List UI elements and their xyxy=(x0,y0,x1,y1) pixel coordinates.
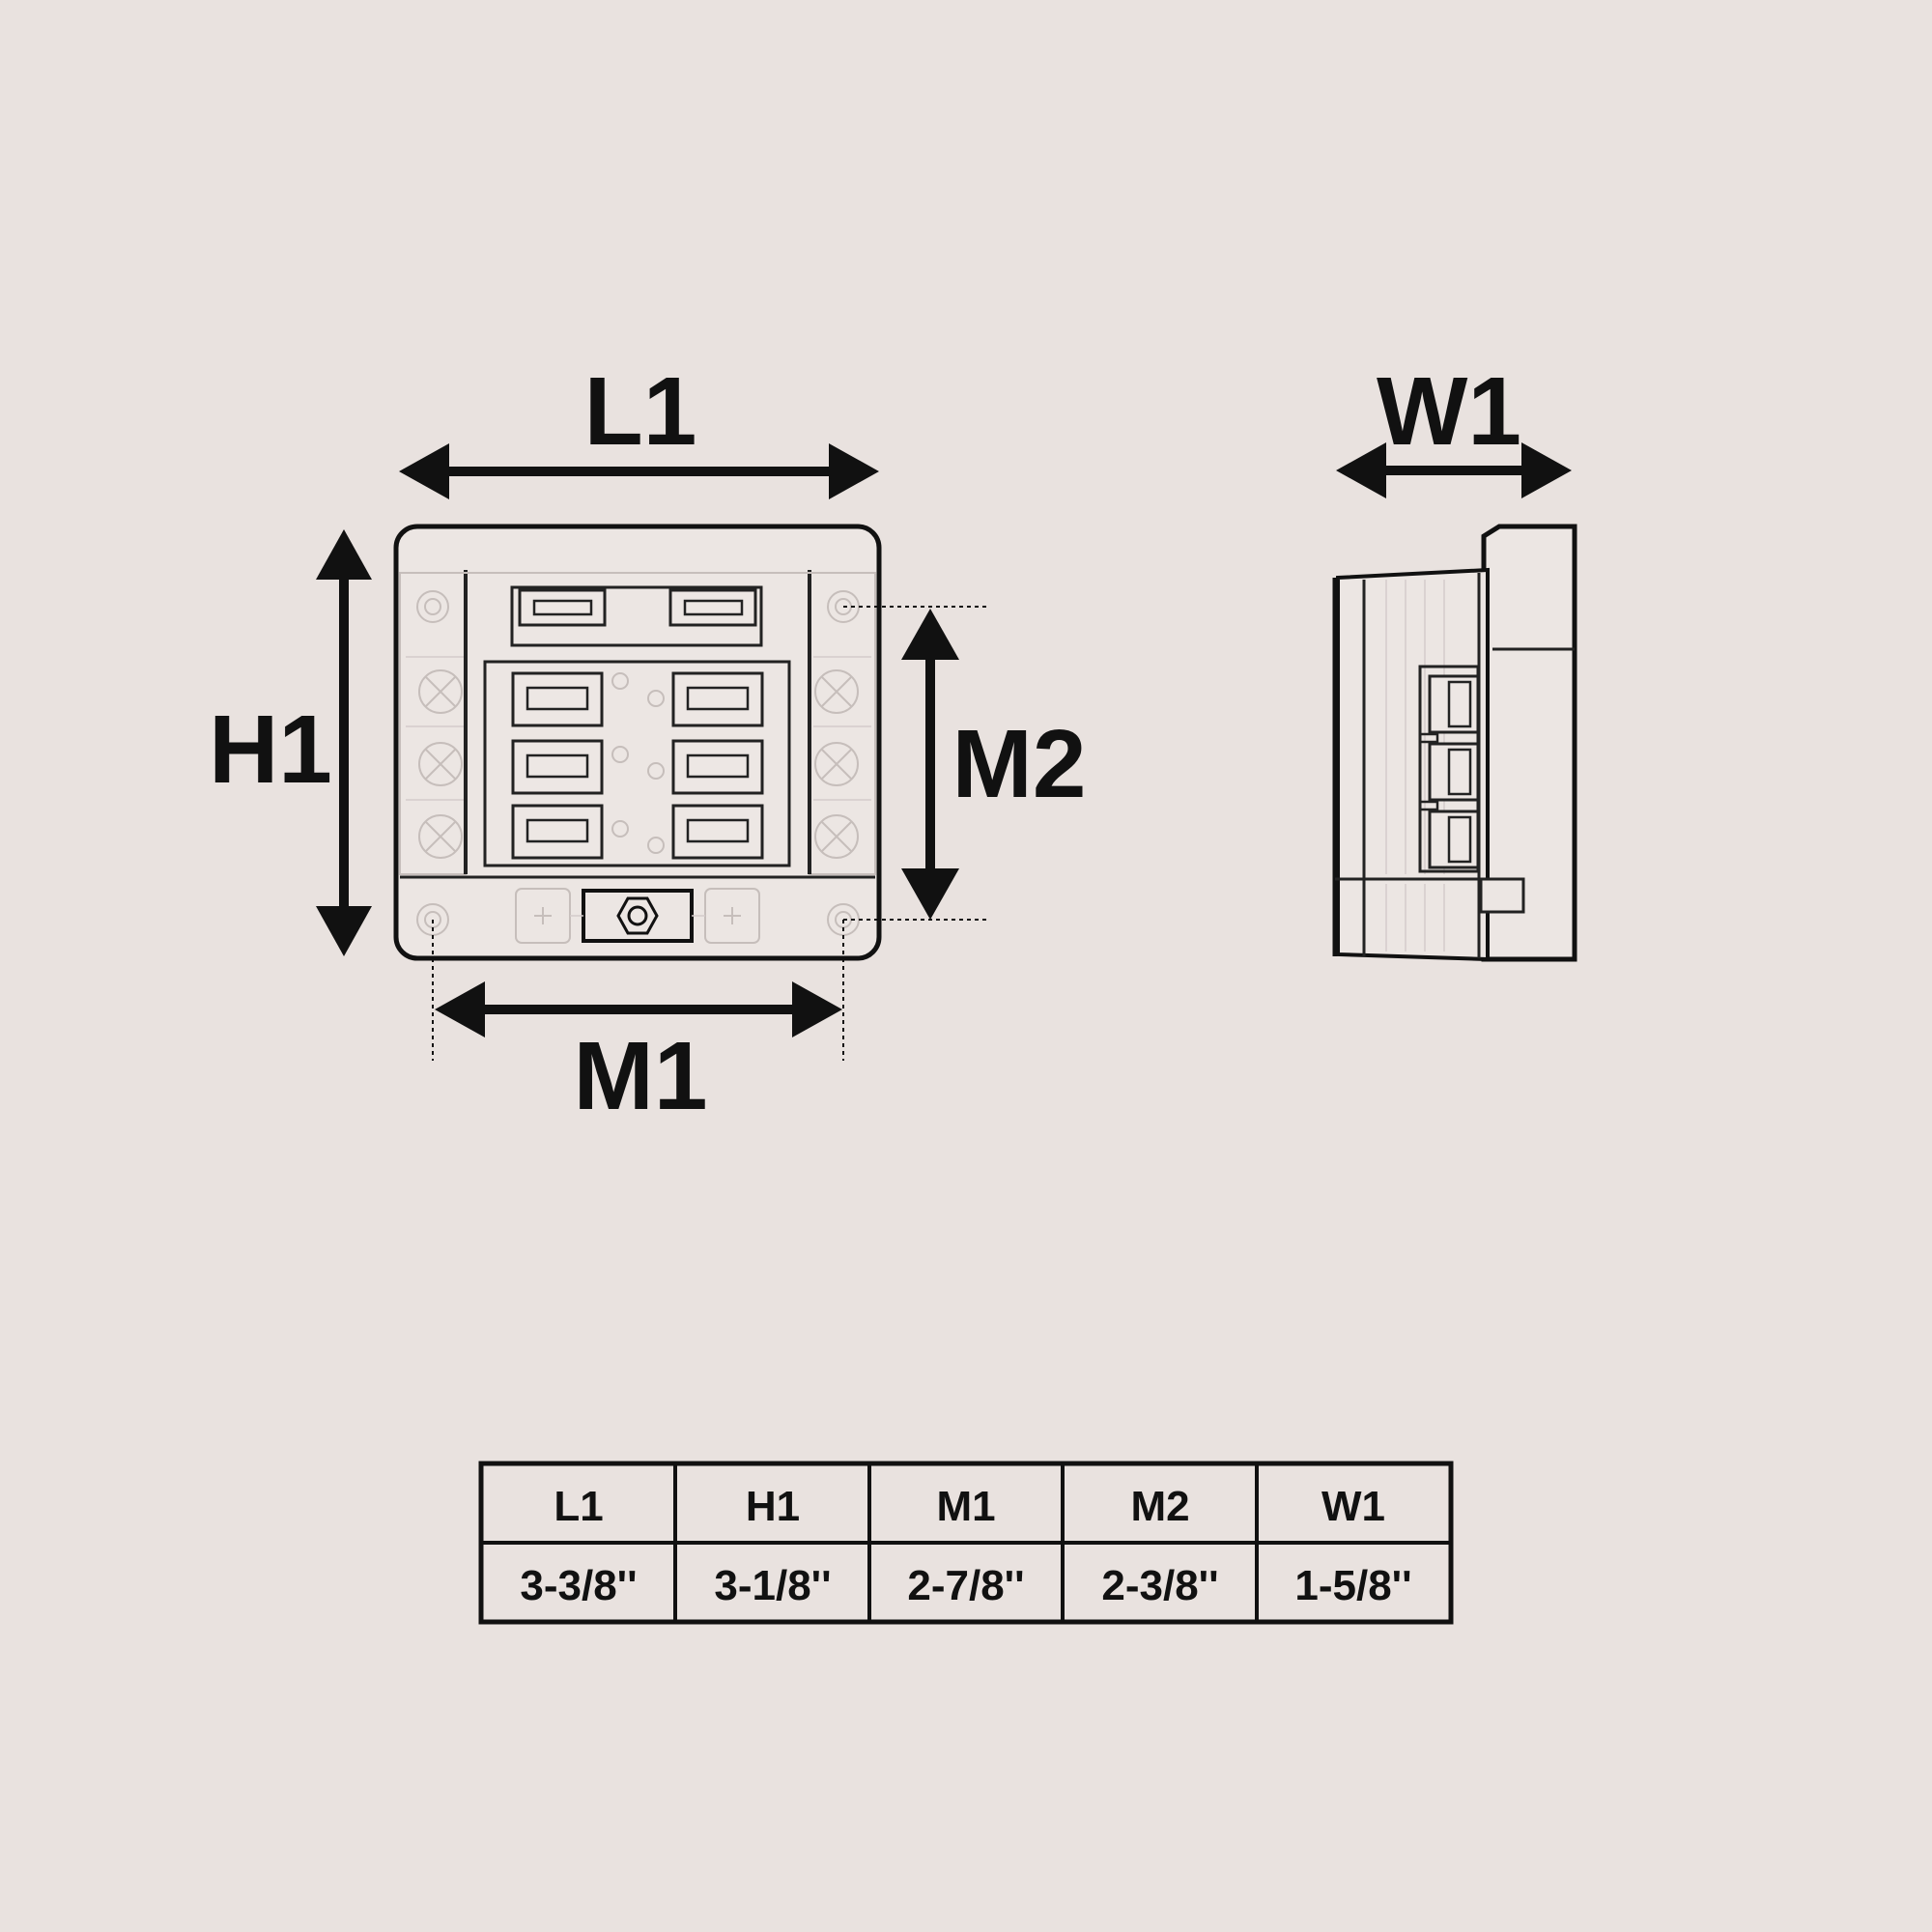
table-header-l1: L1 xyxy=(554,1483,603,1530)
fuse-row-3 xyxy=(511,804,764,860)
w1-dimension-arrow xyxy=(1336,442,1572,498)
fuse-area xyxy=(483,660,791,867)
terminal-screws-right xyxy=(813,656,871,859)
led-indicators xyxy=(611,672,665,854)
table-header-m1: M1 xyxy=(936,1483,995,1530)
table-value-m2: 2-3/8'' xyxy=(1101,1562,1218,1609)
table-header-w1: W1 xyxy=(1321,1483,1385,1530)
side-view: W1 xyxy=(1332,357,1577,962)
h1-label: H1 xyxy=(209,696,332,804)
m2-dimension-arrow xyxy=(901,609,959,920)
side-stud xyxy=(1479,877,1525,914)
side-fuses xyxy=(1418,665,1480,873)
front-view: L1 H1 M2 M1 xyxy=(209,357,1086,1130)
mount-hole-top-left xyxy=(416,590,449,623)
table-header-m2: M2 xyxy=(1130,1483,1189,1530)
m1-label: M1 xyxy=(574,1022,708,1130)
l1-label: L1 xyxy=(584,357,697,466)
fuse-row-1 xyxy=(511,671,764,727)
side-back-plate xyxy=(1481,524,1577,962)
dimension-table: L1 H1 M1 M2 W1 3-3/8'' 3-1/8'' 2-7/8'' 2… xyxy=(478,1461,1454,1625)
table-header-h1: H1 xyxy=(746,1483,800,1530)
m2-label: M2 xyxy=(952,710,1087,818)
w1-label: W1 xyxy=(1377,357,1521,466)
spare-fuse-left xyxy=(518,588,607,627)
side-ribs xyxy=(1385,580,1445,952)
table-value-l1: 3-3/8'' xyxy=(520,1562,637,1609)
h1-dimension-arrow xyxy=(316,529,372,956)
table-value-w1: 1-5/8'' xyxy=(1294,1562,1411,1609)
terminal-screws-left xyxy=(406,656,464,859)
bottom-terminal-strip xyxy=(515,888,760,944)
spare-fuse-right xyxy=(668,588,757,627)
fuse-row-2 xyxy=(511,739,764,795)
l1-dimension-arrow xyxy=(399,443,879,499)
m1-dimension-arrow xyxy=(435,981,842,1037)
table-value-m1: 2-7/8'' xyxy=(907,1562,1024,1609)
table-value-h1: 3-1/8'' xyxy=(714,1562,831,1609)
